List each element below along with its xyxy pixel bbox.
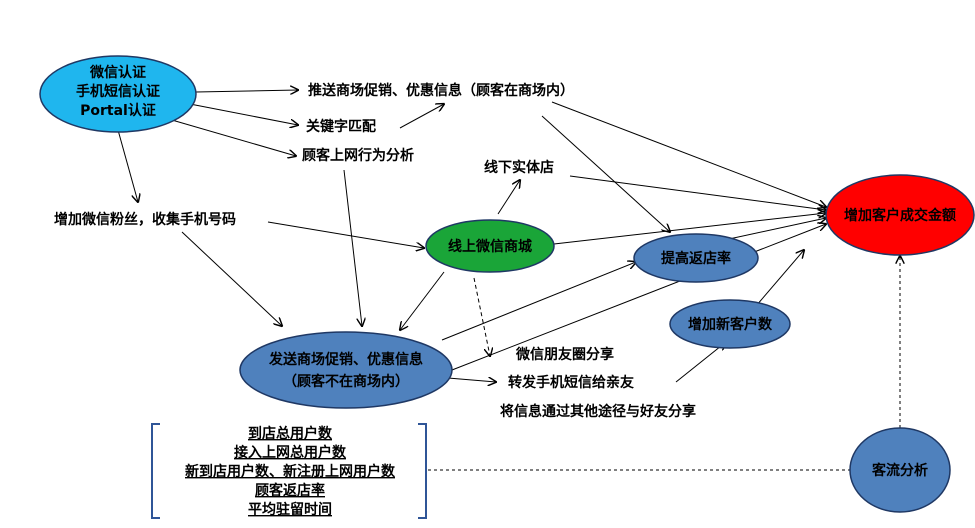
- arrow-return-to-revenue-2: [451, 224, 826, 371]
- return-rate-label: 提高返店率: [661, 250, 731, 267]
- arrow-mall-to-revenue: [553, 213, 826, 245]
- stats-item: 接入上网总用户数: [234, 444, 347, 461]
- arrow-push-to-return: [541, 115, 670, 232]
- label-other-share: 将信息通过其他途径与好友分享: [500, 403, 696, 420]
- arrow-new-to-revenue: [755, 250, 804, 307]
- arrow-behavior-to-send: [343, 169, 362, 326]
- new-customers-ellipse: [669, 299, 791, 349]
- left-bracket: [151, 423, 160, 519]
- arrow-auth-to-push: [195, 90, 298, 92]
- auth-node: 微信认证 手机短信认证 Portal认证: [39, 55, 197, 133]
- revenue-label: 增加客户成交金额: [844, 207, 956, 224]
- arrow-send-to-sms: [447, 378, 496, 382]
- label-behavior: 顾客上网行为分析: [302, 147, 414, 164]
- free-labels: 推送商场促销、优惠信息（顾客在商场内） 关键字匹配 顾客上网行为分析 线下实体店…: [54, 82, 696, 420]
- auth-line-1: 微信认证: [89, 64, 146, 81]
- auth-line-2: 手机短信认证: [76, 83, 160, 100]
- return-rate-ellipse: [633, 233, 759, 283]
- label-keyword: 关键字匹配: [306, 118, 376, 135]
- arrow-auth-to-behavior: [164, 117, 296, 156]
- arrow-auth-to-fans: [117, 129, 138, 202]
- arrow-sms-to-new: [675, 342, 726, 383]
- arrow-mall-to-moments-dashed: [473, 277, 490, 356]
- arrow-mall-to-offline: [497, 180, 520, 215]
- arrow-offline-to-revenue: [569, 175, 826, 210]
- stats-item: 平均驻留时间: [248, 501, 332, 518]
- mall-ellipse: [425, 219, 555, 273]
- new-customers-node: 增加新客户数: [669, 299, 791, 349]
- label-moments: 微信朋友圈分享: [515, 346, 614, 363]
- label-push-promo: 推送商场促销、优惠信息（顾客在商场内）: [308, 82, 574, 99]
- new-customers-label: 增加新客户数: [688, 316, 773, 333]
- label-sms-forward: 转发手机短信给亲友: [508, 374, 634, 391]
- arrow-fans-to-mall: [267, 221, 424, 248]
- send-promo-ellipse: [239, 331, 453, 409]
- mall-label: 线上微信商城: [448, 238, 532, 255]
- stats-item: 新到店用户数、新注册上网用户数: [185, 463, 396, 480]
- mall-node: 线上微信商城: [425, 219, 555, 273]
- stats-item: 到店总用户数: [248, 425, 333, 442]
- send-promo-node: 发送商场促销、优惠信息 （顾客不在商场内）: [239, 331, 453, 409]
- label-offline-store: 线下实体店: [484, 159, 554, 176]
- return-rate-node: 提高返店率: [633, 233, 759, 283]
- arrow-keyword-to-push: [399, 104, 444, 129]
- traffic-node: 客流分析: [849, 427, 951, 513]
- stats-item: 顾客返店率: [255, 482, 325, 499]
- label-fans: 增加微信粉丝，收集手机号码: [54, 211, 236, 228]
- arrow-mall-to-send: [400, 271, 445, 330]
- arrow-fans-to-send: [181, 231, 282, 326]
- send-promo-line-1: 发送商场促销、优惠信息: [268, 351, 423, 368]
- traffic-ellipse: [849, 427, 951, 513]
- arrow-auth-to-keyword: [189, 103, 298, 125]
- right-bracket: [418, 423, 427, 519]
- stats-bracket-group: 到店总用户数 接入上网总用户数 新到店用户数、新注册上网用户数 顾客返店率 平均…: [151, 423, 427, 519]
- connectors: [117, 90, 900, 471]
- traffic-label: 客流分析: [871, 462, 928, 479]
- revenue-node: 增加客户成交金额: [825, 174, 975, 256]
- auth-ellipse: [39, 55, 197, 133]
- auth-line-3: Portal认证: [80, 102, 156, 119]
- send-promo-line-2: （顾客不在商场内）: [283, 373, 409, 390]
- revenue-ellipse: [825, 174, 975, 256]
- arrow-send-to-return: [441, 262, 636, 341]
- arrow-push-to-revenue: [551, 101, 826, 207]
